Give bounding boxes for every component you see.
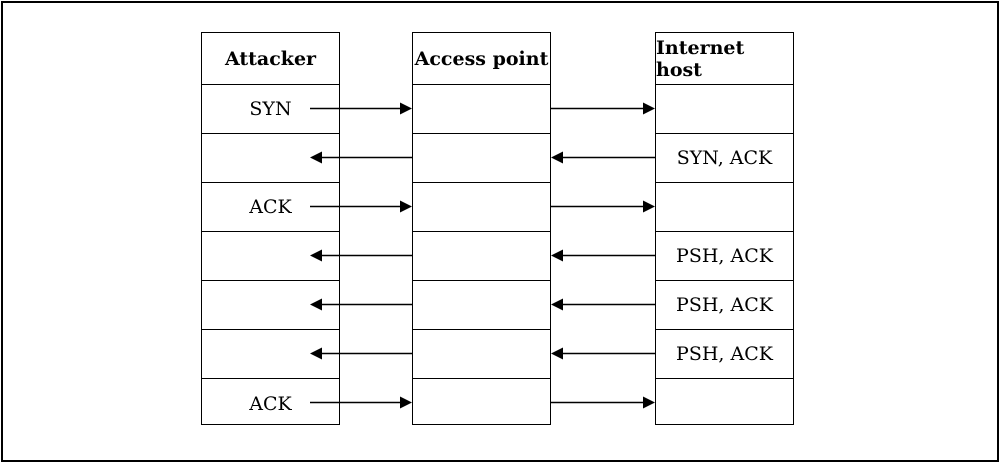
internet-host-cell-2: SYN, ACK — [656, 134, 793, 183]
internet-host-cell-3 — [656, 183, 793, 232]
arrow-ap-to-host-6 — [551, 347, 655, 360]
arrow-attacker-to-ap-1 — [310, 102, 412, 115]
internet-host-cell-5: PSH, ACK — [656, 281, 793, 330]
access-point-cell-3 — [413, 183, 550, 232]
internet-host-column: Internet host SYN, ACK PSH, ACK PSH, ACK… — [655, 32, 794, 425]
attacker-column: Attacker SYN ACK ACK — [201, 32, 340, 425]
internet-host-cell-6: PSH, ACK — [656, 330, 793, 379]
arrow-ap-to-host-3 — [551, 200, 655, 213]
arrow-ap-to-host-7 — [551, 396, 655, 409]
arrow-attacker-to-ap-5 — [310, 298, 412, 311]
arrow-attacker-to-ap-6 — [310, 347, 412, 360]
access-point-cell-1 — [413, 85, 550, 134]
access-point-cell-6 — [413, 330, 550, 379]
attacker-cell-6 — [202, 330, 339, 379]
access-point-header: Access point — [413, 33, 550, 85]
access-point-cell-4 — [413, 232, 550, 281]
access-point-column: Access point — [412, 32, 551, 425]
attacker-cell-3: ACK — [202, 183, 339, 232]
attacker-cell-2 — [202, 134, 339, 183]
arrow-ap-to-host-5 — [551, 298, 655, 311]
internet-host-cell-1 — [656, 85, 793, 134]
attacker-cell-4 — [202, 232, 339, 281]
attacker-header: Attacker — [202, 33, 339, 85]
arrow-ap-to-host-1 — [551, 102, 655, 115]
access-point-cell-2 — [413, 134, 550, 183]
arrow-attacker-to-ap-7 — [310, 396, 412, 409]
internet-host-header: Internet host — [656, 33, 793, 85]
arrow-attacker-to-ap-3 — [310, 200, 412, 213]
arrow-attacker-to-ap-2 — [310, 151, 412, 164]
internet-host-cell-4: PSH, ACK — [656, 232, 793, 281]
arrow-attacker-to-ap-4 — [310, 249, 412, 262]
attacker-cell-7: ACK — [249, 392, 292, 415]
arrow-ap-to-host-4 — [551, 249, 655, 262]
access-point-cell-5 — [413, 281, 550, 330]
attacker-cell-1: SYN — [202, 85, 339, 134]
arrow-ap-to-host-2 — [551, 151, 655, 164]
attacker-cell-5 — [202, 281, 339, 330]
